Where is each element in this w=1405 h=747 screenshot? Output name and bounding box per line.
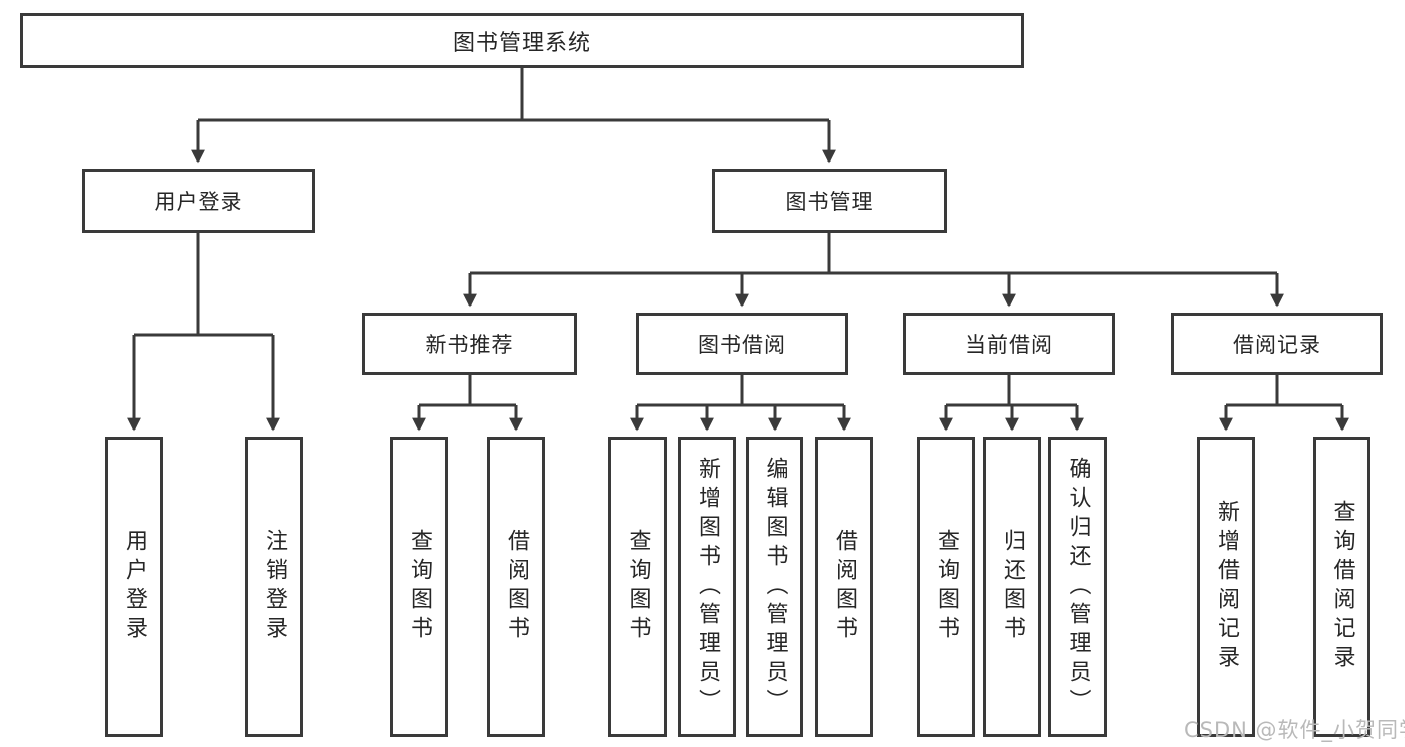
leaf-edit-book-admin: 编辑图书（管理员） bbox=[746, 437, 803, 737]
leaf-label: 注销登录 bbox=[262, 529, 287, 645]
node-current-borrow: 当前借阅 bbox=[903, 313, 1115, 375]
leaf-return-book: 归还图书 bbox=[983, 437, 1041, 737]
leaf-borrow-books-2: 借阅图书 bbox=[815, 437, 873, 737]
leaf-query-borrow-record: 查询借阅记录 bbox=[1313, 437, 1370, 737]
leaf-label: 归还图书 bbox=[1000, 529, 1025, 645]
leaf-label: 借阅图书 bbox=[832, 529, 857, 645]
leaf-user-login: 用户登录 bbox=[105, 437, 163, 737]
connector-root-to-level2 bbox=[191, 68, 836, 164]
leaf-label: 编辑图书（管理员） bbox=[762, 456, 788, 718]
node-root: 图书管理系统 bbox=[20, 13, 1024, 68]
node-borrow-records: 借阅记录 bbox=[1171, 313, 1383, 375]
connector-bookborrow-to-leaves bbox=[630, 375, 851, 432]
leaf-label: 新增图书（管理员） bbox=[695, 456, 720, 718]
leaf-label: 查询图书 bbox=[625, 529, 651, 645]
leaf-query-books-2: 查询图书 bbox=[608, 437, 667, 737]
leaf-add-borrow-record: 新增借阅记录 bbox=[1197, 437, 1255, 737]
leaf-label: 用户登录 bbox=[122, 529, 147, 645]
leaf-confirm-return-admin: 确认归还（管理员） bbox=[1048, 437, 1107, 737]
leaf-borrow-books-1: 借阅图书 bbox=[487, 437, 545, 737]
leaf-label: 新增借阅记录 bbox=[1214, 500, 1239, 674]
connector-bookmgmt-to-level3 bbox=[463, 233, 1284, 308]
leaf-label: 查询图书 bbox=[407, 529, 432, 645]
leaf-logout: 注销登录 bbox=[245, 437, 303, 737]
leaf-label: 借阅图书 bbox=[504, 529, 529, 645]
connector-userlogin-to-leaves bbox=[127, 233, 280, 432]
connector-records-to-leaves bbox=[1219, 375, 1349, 432]
leaf-query-books-1: 查询图书 bbox=[390, 437, 448, 737]
node-book-management: 图书管理 bbox=[712, 169, 947, 233]
node-user-login: 用户登录 bbox=[82, 169, 315, 233]
leaf-label: 查询图书 bbox=[934, 529, 959, 645]
connector-currentborrow-to-leaves bbox=[939, 375, 1084, 432]
leaf-query-books-3: 查询图书 bbox=[917, 437, 975, 737]
node-book-borrow: 图书借阅 bbox=[636, 313, 848, 375]
connector-newbook-to-leaves bbox=[412, 375, 523, 432]
leaf-label: 确认归还（管理员） bbox=[1065, 456, 1091, 718]
leaf-add-book-admin: 新增图书（管理员） bbox=[678, 437, 736, 737]
node-new-book-recommend: 新书推荐 bbox=[362, 313, 577, 375]
csdn-watermark: CSDN @软件_小贺同学 bbox=[1184, 718, 1405, 742]
leaf-label: 查询借阅记录 bbox=[1329, 500, 1355, 674]
